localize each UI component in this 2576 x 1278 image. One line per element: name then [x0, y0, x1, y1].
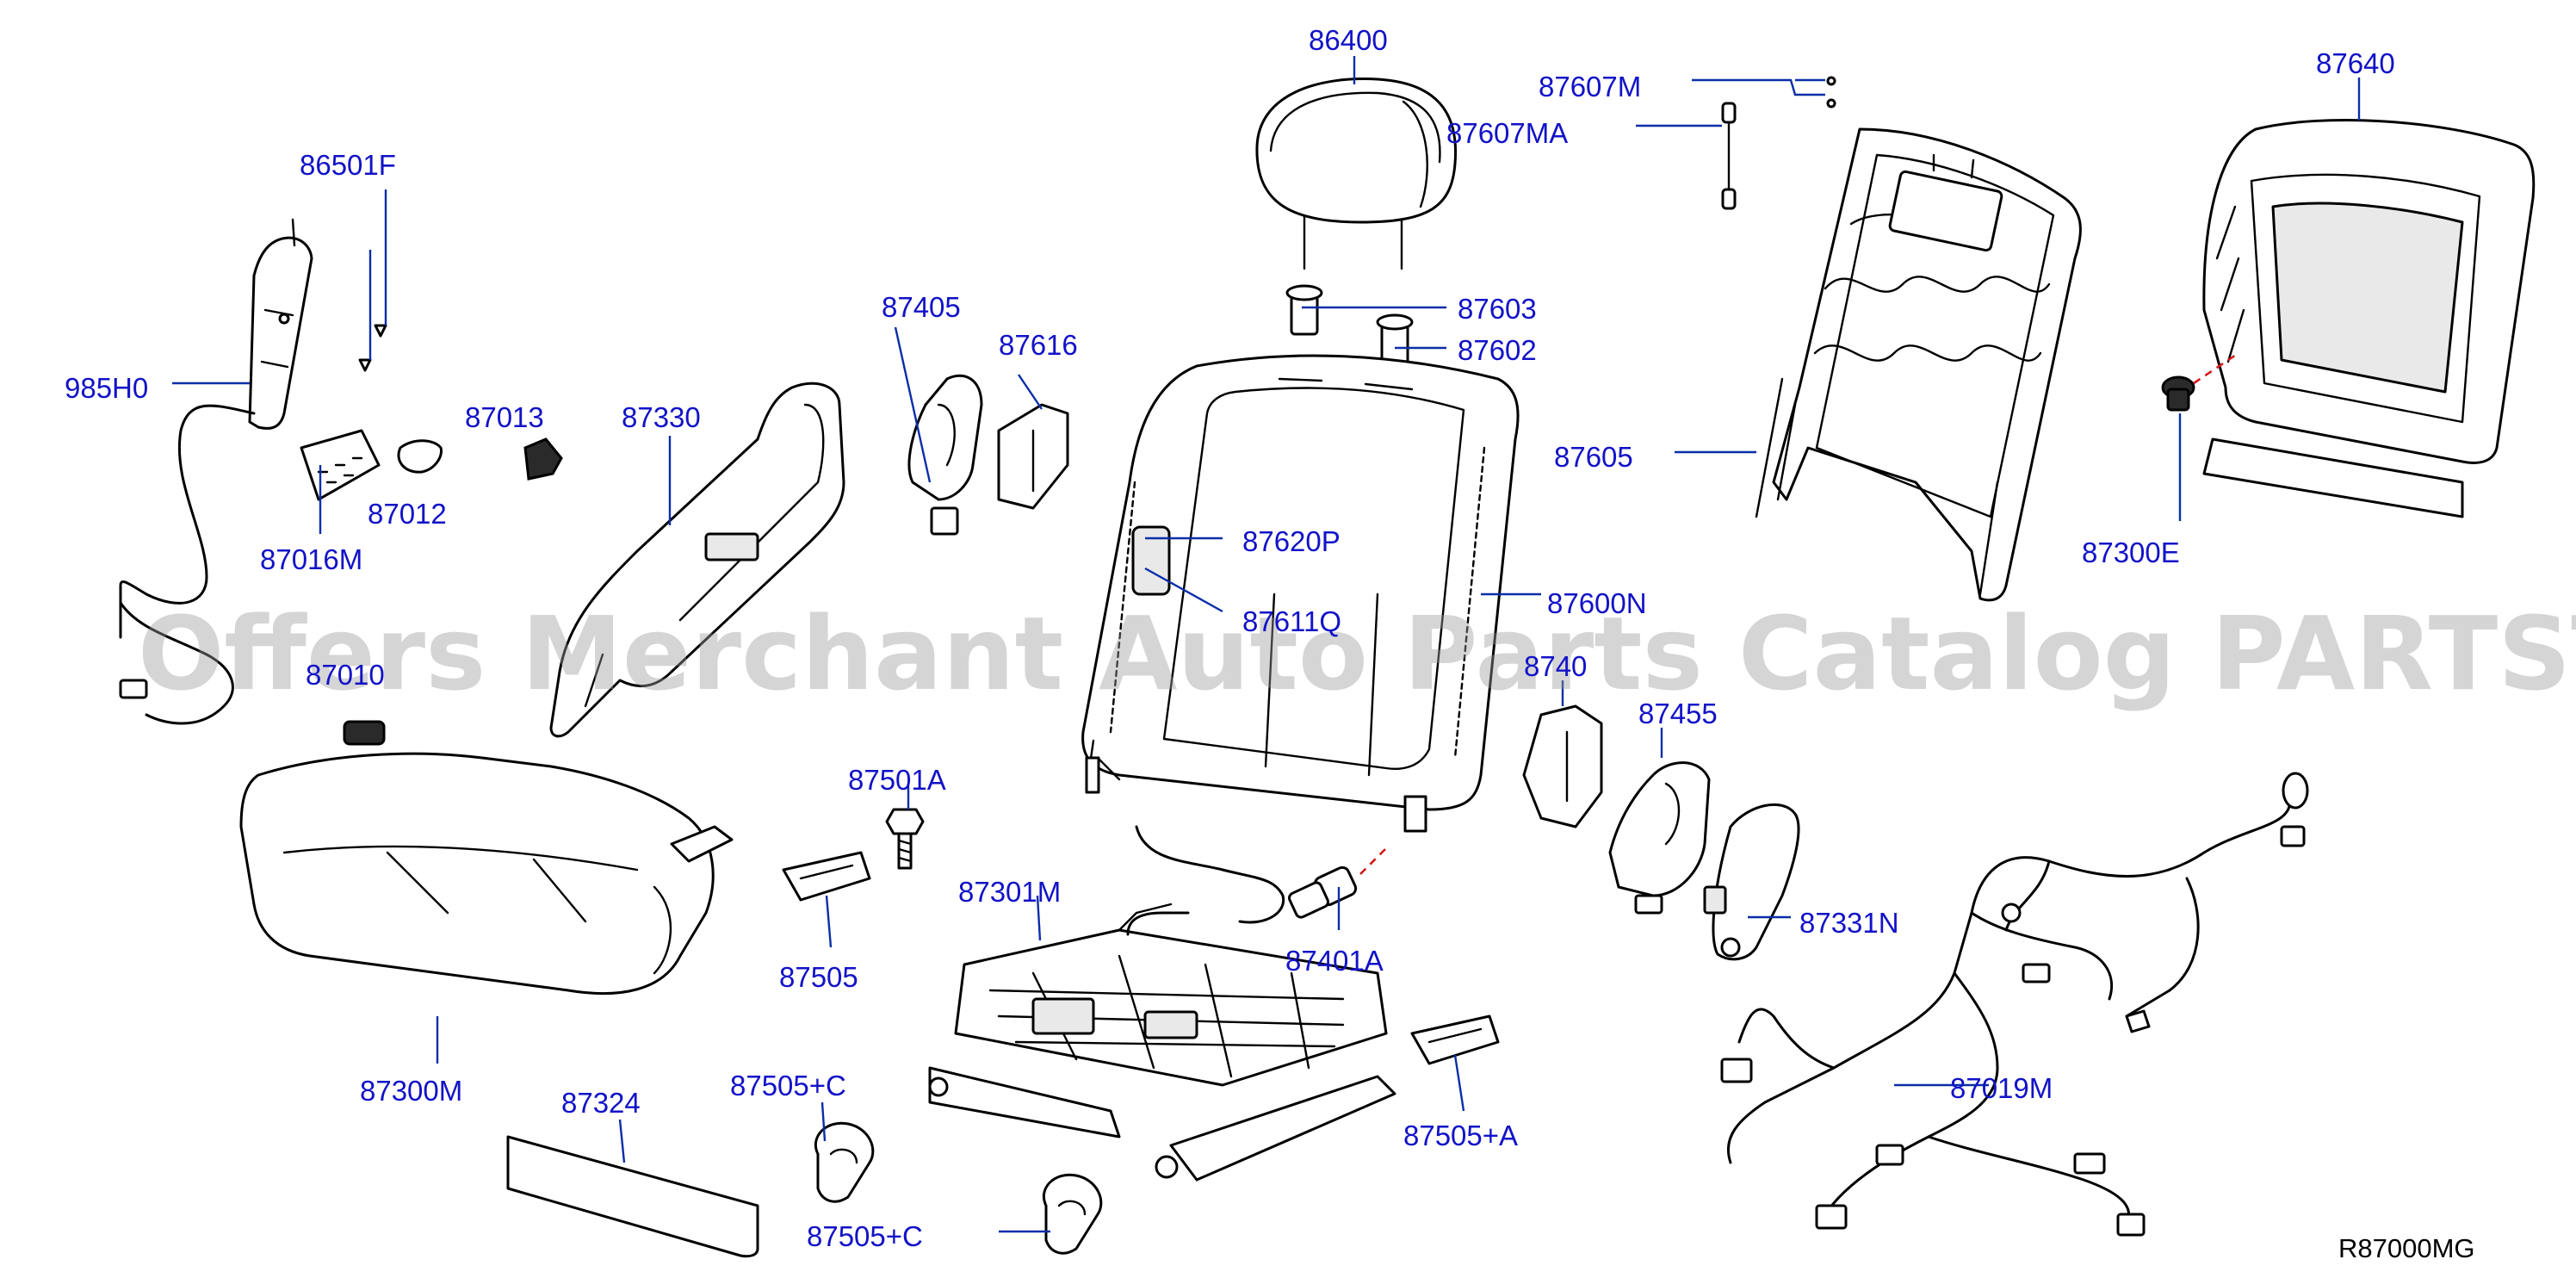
- connector-87401A: [1288, 865, 1358, 919]
- callout-87505A: 87505+A: [1403, 1120, 1518, 1151]
- callout-87300E: 87300E: [2082, 537, 2180, 568]
- switch-87016M: [300, 429, 381, 501]
- callout-87405: 87405: [882, 291, 961, 323]
- callout-87455: 87455: [1638, 698, 1718, 729]
- callout-87505C-upper: 87505+C: [730, 1070, 846, 1101]
- callout-87501A: 87501A: [848, 764, 946, 796]
- trim-strip-87324: [506, 1135, 759, 1258]
- seat-wire-2: [1126, 911, 1190, 936]
- side-panel-985H0: [248, 218, 313, 430]
- callout-985H0: 985H0: [65, 372, 148, 404]
- callout-87602: 87602: [1458, 334, 1537, 366]
- callout-87331N: 87331N: [1799, 907, 1899, 939]
- harness-87019M: [1720, 772, 2309, 1237]
- clip-87505C-lower: [1043, 1173, 1103, 1255]
- back-board-87640: [2202, 119, 2536, 518]
- callout-87010: 87010: [306, 659, 385, 691]
- fastener-guide-2: [2193, 351, 2239, 385]
- callout-87605: 87605: [1554, 441, 1633, 473]
- clip-87505: [782, 851, 871, 902]
- callout-labels: 86400 87607M 87607MA 87640 86501F 985H0 …: [65, 24, 2395, 1252]
- bracket-87616: [997, 403, 1069, 510]
- bracket-8740: [1522, 704, 1603, 828]
- headrest-guide-87602: [1376, 313, 1414, 367]
- leader-lines: [172, 56, 2361, 1233]
- callout-87330: 87330: [622, 401, 701, 433]
- callout-87616: 87616: [999, 329, 1078, 361]
- callout-87324: 87324: [561, 1087, 641, 1119]
- callout-87620P: 87620P: [1242, 525, 1341, 557]
- rod-87607MA: [1721, 102, 1737, 210]
- clip-87505C-upper: [814, 1121, 875, 1203]
- switch-harness-wire-2: [119, 601, 234, 725]
- knob-87013: [523, 437, 563, 481]
- callout-87607MA: 87607MA: [1446, 117, 1568, 149]
- seat-frame-87301M: [928, 903, 1396, 1182]
- callout-87300M: 87300M: [360, 1075, 462, 1107]
- seatback-frame-87605: [1755, 127, 2082, 602]
- callout-87607M: 87607M: [1539, 71, 1641, 102]
- knob-87012: [397, 439, 443, 474]
- headrest-guide-87603: [1285, 284, 1323, 336]
- callout-87603: 87603: [1458, 293, 1537, 325]
- cap-87010: [343, 720, 386, 746]
- recliner-cover-87405: [907, 374, 983, 536]
- seat-cushion-87300M: [239, 752, 734, 996]
- callout-87401A: 87401A: [1285, 945, 1384, 977]
- callout-87013: 87013: [465, 401, 544, 433]
- callout-8740: 8740: [1524, 650, 1587, 682]
- recliner-87455: [1608, 761, 1711, 915]
- callout-87301M: 87301M: [958, 876, 1061, 908]
- seatback-cover-87600N: [1081, 354, 1520, 833]
- seat-wire: [1135, 825, 1285, 924]
- callout-86501F: 86501F: [300, 149, 396, 181]
- fastener-guide-1: [1359, 847, 1387, 875]
- callout-87611Q: 87611Q: [1242, 605, 1341, 637]
- callout-87600N: 87600N: [1547, 587, 1647, 619]
- headrest-part: [1255, 78, 1458, 270]
- side-cover-87330: [549, 382, 845, 738]
- watermark-text: Offers Merchant Auto Parts Catalog PARTS…: [138, 594, 2576, 713]
- callout-87019M: 87019M: [1950, 1072, 2053, 1104]
- callout-87505: 87505: [779, 961, 858, 993]
- clip-87607M: [1826, 76, 1836, 109]
- side-cover-87331N: [1703, 803, 1800, 961]
- callout-87016M: 87016M: [260, 543, 362, 575]
- pin-86501F: [358, 324, 387, 372]
- bolt-87501A: [885, 808, 925, 870]
- callout-87640: 87640: [2316, 47, 2395, 79]
- switch-harness-wire: [119, 404, 256, 639]
- callout-87012: 87012: [368, 498, 447, 530]
- callout-86400: 86400: [1309, 24, 1388, 56]
- callout-87505C-lower: 87505+C: [807, 1220, 923, 1252]
- diagram-reference-code: R87000MG: [2338, 1233, 2475, 1263]
- clip-87505A: [1410, 1014, 1500, 1065]
- clip-87300E: [2161, 375, 2195, 412]
